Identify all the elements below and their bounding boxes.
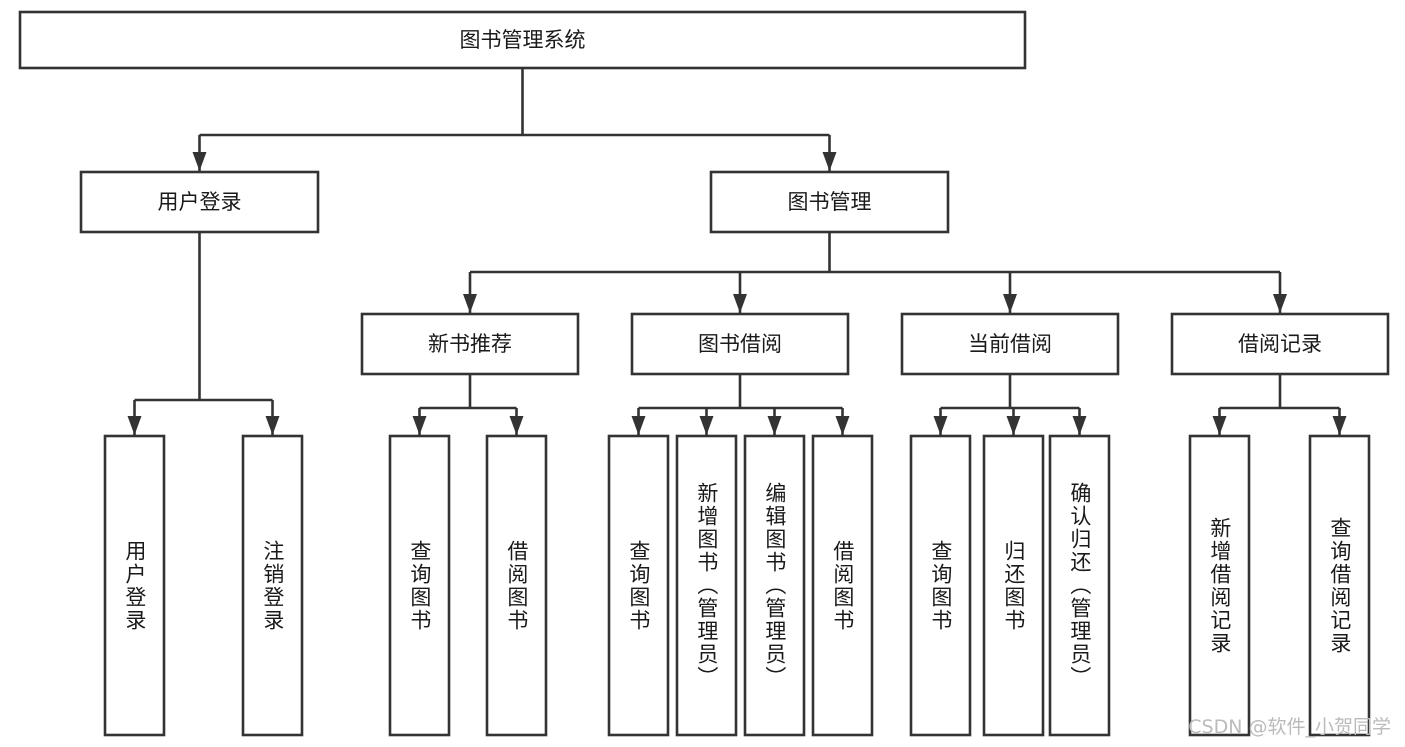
node-leaf-query-book-1-label: 查询图书 [407,539,432,632]
arrow-head-icon [933,416,948,435]
arrow-head-icon [192,152,207,171]
node-book-borrow-label: 图书借阅 [698,332,782,356]
arrow-head-icon [509,416,524,435]
arrow-head-icon [631,416,646,435]
node-leaf-query-record-label: 查询借阅记录 [1327,516,1352,655]
arrow-head-icon [1273,294,1287,313]
node-leaf-confirm-return[interactable] [1048,434,1111,737]
node-book-borrow[interactable] [630,312,850,376]
node-new-book-rec[interactable] [360,312,580,376]
arrow-head-icon [127,416,142,435]
node-leaf-query-record[interactable] [1308,434,1371,737]
node-leaf-edit-book[interactable] [743,434,806,737]
node-leaf-query-book-3[interactable] [909,434,972,737]
node-leaf-query-book-2-label: 查询图书 [626,539,651,632]
node-current-borrow[interactable] [900,312,1120,376]
arrow-head-icon [767,416,782,435]
node-leaf-borrow-book-1-label: 借阅图书 [504,539,529,632]
watermark-text: CSDN @软件_小贺同学 [1188,716,1391,738]
arrow-head-icon [265,416,280,435]
node-leaf-user-logout-label: 注销登录 [260,539,285,632]
node-leaf-borrow-book-2[interactable] [811,434,874,737]
node-leaf-add-book[interactable] [675,434,738,737]
node-leaf-return-book-label: 归还图书 [1001,539,1026,632]
arrow-head-icon [1212,416,1227,435]
node-leaf-borrow-book-1[interactable] [485,434,548,737]
node-leaf-user-login-label: 用户登录 [122,539,147,632]
node-leaf-confirm-return-label: 确认归还（管理员） [1067,482,1092,689]
arrow-head-icon [1006,416,1021,435]
node-user-login[interactable] [79,170,320,234]
node-leaf-user-login[interactable] [103,434,166,737]
connectors-layer [127,68,1347,435]
node-borrow-record[interactable] [1170,312,1390,376]
node-leaf-add-record[interactable] [1188,434,1251,737]
arrow-head-icon [412,416,427,435]
node-leaf-query-book-2[interactable] [607,434,670,737]
arrow-head-icon [822,152,837,171]
node-book-manage[interactable] [709,170,950,234]
node-root-label: 图书管理系统 [460,28,586,52]
node-borrow-record-label: 借阅记录 [1238,332,1322,356]
node-leaf-query-book-1[interactable] [388,434,451,737]
node-leaf-return-book[interactable] [982,434,1045,737]
arrow-head-icon [699,416,714,435]
arrow-head-icon [733,294,747,313]
node-new-book-rec-label: 新书推荐 [428,332,512,356]
arrow-head-icon [1332,416,1347,435]
node-leaf-add-record-label: 新增借阅记录 [1207,516,1232,655]
arrow-head-icon [1003,294,1017,313]
node-current-borrow-label: 当前借阅 [968,332,1052,356]
node-root[interactable] [18,10,1027,70]
boxes-layer [18,10,1390,737]
node-user-login-label: 用户登录 [158,190,242,214]
node-leaf-user-logout[interactable] [241,434,304,737]
node-leaf-edit-book-label: 编辑图书（管理员） [762,482,787,689]
node-leaf-borrow-book-2-label: 借阅图书 [830,539,855,632]
node-book-manage-label: 图书管理 [788,190,872,214]
arrow-head-icon [463,294,477,313]
node-leaf-query-book-3-label: 查询图书 [928,539,953,632]
arrow-head-icon [1072,416,1087,435]
node-leaf-add-book-label: 新增图书（管理员） [694,482,719,689]
arrow-head-icon [835,416,850,435]
